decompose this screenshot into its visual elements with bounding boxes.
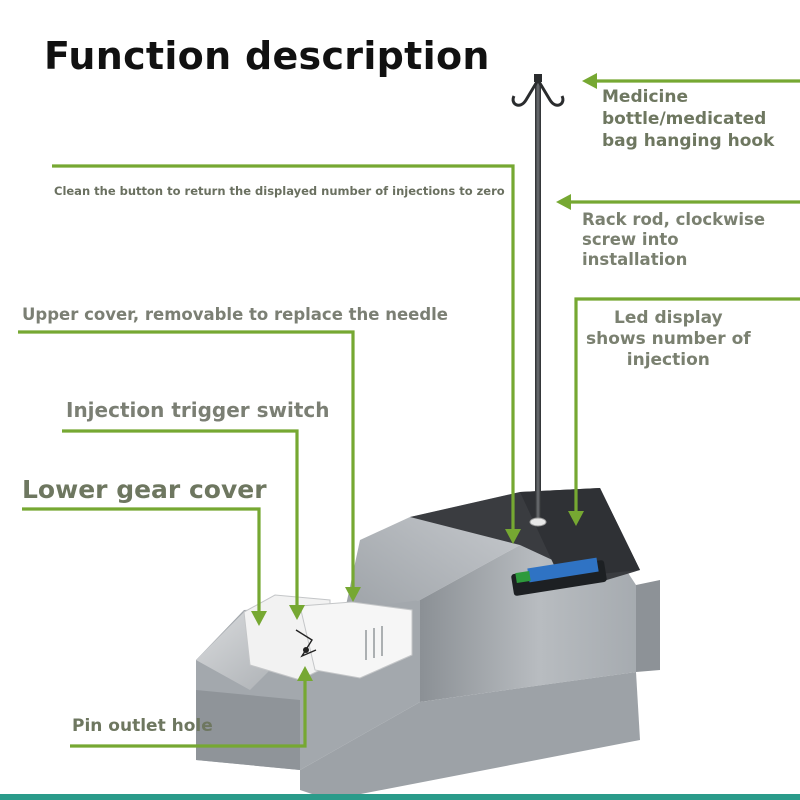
leader-rack-rod xyxy=(556,194,800,210)
label-lower-gear-cover: Lower gear cover xyxy=(22,475,267,504)
needle-housing xyxy=(243,594,413,681)
label-rack-rod: Rack rod, clockwise screw into installat… xyxy=(582,210,765,270)
label-hanging-hook: Medicine bottle/medicated bag hanging ho… xyxy=(602,86,774,152)
label-clean-button: Clean the button to return the displayed… xyxy=(54,184,505,198)
label-pin-outlet-hole: Pin outlet hole xyxy=(72,716,213,736)
rod-shaft xyxy=(535,80,541,520)
rod-top-cap xyxy=(534,74,542,82)
upper-cover-shape xyxy=(299,601,413,679)
leader-hook xyxy=(582,73,800,89)
label-upper-cover: Upper cover, removable to replace the ne… xyxy=(22,305,448,324)
label-rack-rod-line-3: installation xyxy=(582,250,688,269)
rod-base-collar xyxy=(529,517,547,527)
leader-upper-cover xyxy=(18,330,361,602)
leader-lower-gear xyxy=(22,507,267,626)
rack-rod xyxy=(511,74,565,527)
label-hanging-hook-line-3: bag hanging hook xyxy=(602,131,775,151)
label-led-display-line-3: injection xyxy=(626,350,710,370)
top-panel-shadow xyxy=(520,488,640,578)
body-bottom-face xyxy=(300,672,640,800)
leader-clean-button xyxy=(52,164,521,544)
label-hanging-hook-line-1: Medicine xyxy=(602,87,688,107)
label-led-display-line-1: Led display xyxy=(614,308,723,328)
reset-button[interactable] xyxy=(515,570,531,584)
led-display xyxy=(511,557,607,596)
label-rack-rod-line-2: screw into xyxy=(582,230,679,249)
label-led-display: Led display shows number of injection xyxy=(586,308,751,371)
label-trigger-switch: Injection trigger switch xyxy=(66,398,330,422)
pin-outlet-hole-shape xyxy=(303,647,309,653)
body-side-face xyxy=(636,580,660,672)
bottom-accent-strip xyxy=(0,794,800,800)
label-led-display-line-2: shows number of xyxy=(586,329,751,349)
leader-trigger-switch xyxy=(62,429,305,620)
display-screen xyxy=(527,557,599,583)
label-rack-rod-line-1: Rack rod, clockwise xyxy=(582,210,766,229)
base-lower-edge xyxy=(196,690,300,770)
label-hanging-hook-line-2: bottle/medicated xyxy=(602,109,767,129)
leader-pin-outlet xyxy=(70,666,313,748)
leader-lines xyxy=(18,73,800,748)
page-title: Function description xyxy=(44,34,490,78)
leader-led-display xyxy=(568,297,800,526)
